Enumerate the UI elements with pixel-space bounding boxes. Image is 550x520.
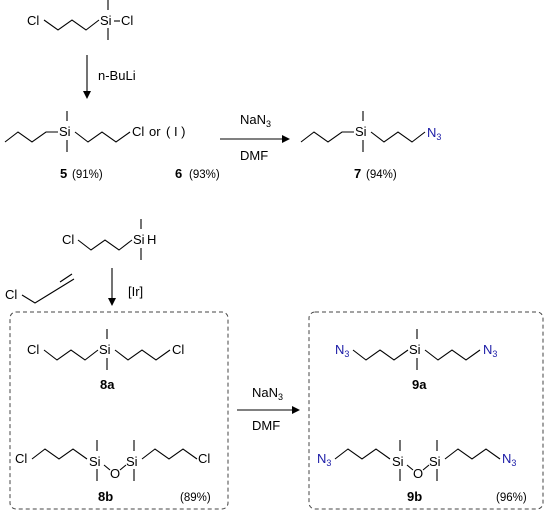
atom-si: Si — [89, 454, 101, 469]
atom-si: Si — [355, 124, 367, 139]
atom-si: Si — [126, 454, 138, 469]
atom-cl: Cl — [62, 232, 74, 247]
product-box-9 — [308, 311, 544, 510]
compound-8a: Cl Si Cl — [27, 329, 184, 370]
reagent-dmf: DMF — [240, 148, 268, 163]
compound-9b: N3 Si O Si N3 — [317, 440, 516, 481]
atom-si: Si — [392, 454, 404, 469]
reagent-nan3: NaN3 — [240, 112, 271, 129]
atom-cl: Cl — [172, 342, 184, 357]
reagent-ir: [Ir] — [128, 284, 143, 299]
atom-si: Si — [100, 13, 112, 28]
atom-cl: Cl — [15, 451, 27, 466]
compound-label-9b: 9b — [407, 489, 422, 504]
atom-si: Si — [59, 124, 71, 139]
hydrosilane: Cl Si H — [62, 219, 156, 260]
start-chlorosilane: Cl Si Cl — [27, 0, 133, 40]
azide-group: N3 — [427, 125, 441, 142]
atom-cl: Cl — [121, 13, 133, 28]
azide-group: N3 — [317, 451, 331, 468]
atom-cl: Cl — [27, 342, 39, 357]
compound-label-8a: 8a — [100, 377, 115, 392]
atom-o: O — [110, 466, 120, 481]
reagent-dmf: DMF — [252, 418, 280, 433]
yield-box-9: (96%) — [496, 492, 527, 504]
reagent-nan3: NaN3 — [252, 385, 283, 402]
compound-7: Si N3 — [300, 111, 441, 152]
reagent-buli: n-BuLi — [98, 68, 136, 83]
atom-si: Si — [133, 232, 145, 247]
atom-cl: Cl — [5, 287, 17, 302]
allyl-chloride: Cl — [5, 273, 75, 304]
atom-h: H — [147, 232, 156, 247]
atom-si: Si — [429, 454, 441, 469]
yield-6: (93%) — [189, 169, 220, 181]
azide-group: N3 — [502, 451, 516, 468]
product-box-8 — [9, 311, 229, 510]
compound-label-5: 5 — [60, 166, 67, 181]
compound-5: Si Cl — [4, 111, 144, 152]
compound-label-6: 6 — [175, 166, 182, 181]
compound-8b: Cl Si O Si Cl — [15, 440, 210, 481]
compound-label-7: 7 — [354, 166, 361, 181]
yield-5: (91%) — [72, 169, 103, 181]
compound-label-9a: 9a — [412, 377, 427, 392]
atom-cl: Cl — [27, 13, 39, 28]
or-text: or — [149, 124, 161, 139]
atom-cl: Cl — [198, 451, 210, 466]
compound-label-8b: 8b — [98, 489, 113, 504]
iodo-alternative: ( I ) — [166, 124, 186, 139]
atom-si: Si — [99, 342, 111, 357]
atom-o: O — [413, 466, 423, 481]
yield-7: (94%) — [366, 169, 397, 181]
azide-group: N3 — [483, 342, 497, 359]
compound-9a: N3 Si N3 — [335, 329, 497, 370]
atom-si: Si — [409, 342, 421, 357]
azide-group: N3 — [335, 342, 349, 359]
atom-cl: Cl — [132, 124, 144, 139]
yield-box-8: (89%) — [180, 492, 211, 504]
